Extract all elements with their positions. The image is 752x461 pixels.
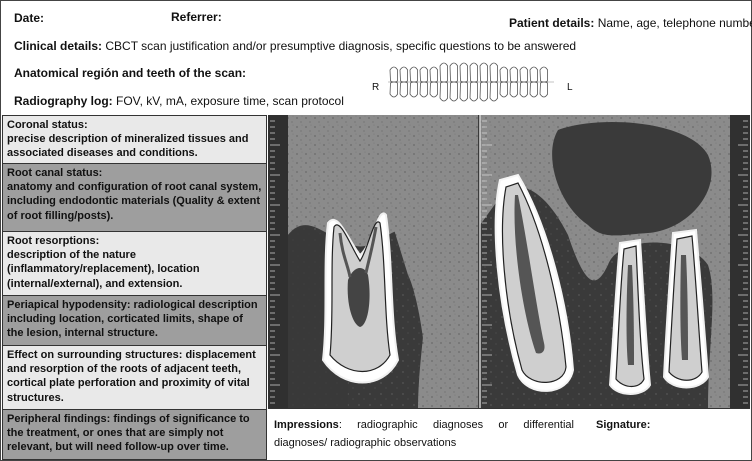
lower-tooth: [499, 81, 509, 98]
impressions-field[interactable]: Impressions: radiographic diagnoses or d…: [274, 419, 574, 449]
lower-tooth: [519, 81, 529, 98]
lower-tooth: [539, 81, 549, 98]
upper-tooth: [399, 66, 409, 83]
lower-tooth: [469, 81, 479, 102]
periapical-lesion: [552, 122, 712, 236]
upper-tooth: [449, 62, 459, 83]
upper-tooth: [529, 66, 539, 83]
lower-tooth: [509, 81, 519, 98]
lower-tooth: [479, 81, 489, 102]
root-canal-status-section[interactable]: Root canal status: anatomy and configura…: [3, 164, 266, 232]
radiography-log-field[interactable]: Radiography log: FOV, kV, mA, exposure t…: [14, 94, 344, 108]
date-field[interactable]: Date:: [14, 11, 45, 25]
upper-tooth: [499, 66, 509, 83]
impressions-signature-area: Impressions: radiographic diagnoses or d…: [268, 408, 750, 460]
upper-tooth: [429, 66, 439, 83]
upper-tooth: [489, 62, 499, 83]
lower-tooth: [389, 81, 399, 98]
findings-column: Coronal status: precise description of m…: [2, 115, 267, 460]
cbct-illustration: [268, 115, 750, 408]
upper-tooth: [469, 62, 479, 83]
lower-tooth: [459, 81, 469, 102]
dental-chart-icon[interactable]: [386, 56, 556, 108]
upper-tooth: [519, 66, 529, 83]
upper-tooth: [509, 66, 519, 83]
upper-tooth: [459, 62, 469, 83]
root-resorptions-section[interactable]: Root resorptions: description of the nat…: [3, 232, 266, 296]
upper-tooth: [389, 66, 399, 83]
lower-tooth: [399, 81, 409, 98]
anatomical-region-field[interactable]: Anatomical región and teeth of the scan:: [14, 66, 247, 80]
right-marker: R: [372, 82, 380, 93]
patient-details-field[interactable]: Patient details: Name, age, telephone nu…: [509, 16, 752, 30]
upper-tooth: [539, 66, 549, 83]
coronal-status-section[interactable]: Coronal status: precise description of m…: [3, 116, 266, 164]
peripheral-findings-section[interactable]: Peripheral findings: findings of signifi…: [3, 410, 266, 459]
clinical-details-field[interactable]: Clinical details: CBCT scan justificatio…: [14, 39, 577, 53]
lower-tooth: [419, 81, 429, 98]
ruler-ticks: [270, 120, 748, 404]
upper-tooth: [479, 62, 489, 83]
lower-tooth: [529, 81, 539, 98]
referrer-field[interactable]: Referrer:: [171, 10, 222, 24]
upper-tooth: [419, 66, 429, 83]
left-marker: L: [567, 82, 573, 93]
upper-tooth: [409, 66, 419, 83]
tooth-left-pulp: [347, 268, 370, 327]
lower-tooth: [409, 81, 419, 98]
surrounding-structures-section[interactable]: Effect on surrounding structures: displa…: [3, 346, 266, 410]
periapical-hypodensity-section[interactable]: Periapical hypodensity: radiological des…: [3, 296, 266, 346]
signature-field[interactable]: Signature:: [596, 419, 651, 431]
tooth-right-canal: [514, 195, 545, 354]
lower-tooth: [449, 81, 459, 102]
bone-left-2: [388, 206, 443, 408]
lower-tooth: [429, 81, 439, 98]
cbct-teeth-illustration: [268, 115, 750, 408]
lower-tooth: [439, 81, 449, 102]
upper-tooth: [439, 62, 449, 83]
lower-tooth: [489, 81, 499, 102]
